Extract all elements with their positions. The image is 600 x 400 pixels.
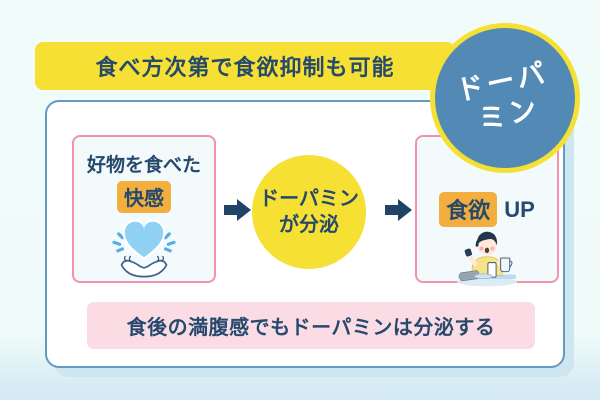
- title-banner: 食べ方次第で食欲抑制も可能: [35, 42, 455, 90]
- pleasure-highlight: 快感: [117, 181, 171, 213]
- secretion-line-2: が分泌: [279, 214, 339, 236]
- footer-note: 食後の満腹感でもドーパミンは分泌する: [87, 302, 535, 349]
- card-pleasure: 好物を食べた 快感: [72, 135, 216, 283]
- right-arrow-icon: [385, 199, 412, 221]
- appetite-label: 食欲 UP: [439, 192, 535, 227]
- appetite-highlight: 食欲: [439, 192, 498, 227]
- dopamine-badge: ドーパ ミン: [430, 23, 580, 173]
- secretion-line-1: ドーパミン: [259, 188, 359, 210]
- dopamine-badge-label: ドーパ ミン: [453, 56, 557, 140]
- page-title: 食べ方次第で食欲抑制も可能: [95, 55, 395, 80]
- pleasure-text: 好物を食べた: [86, 155, 201, 176]
- appetite-suffix: UP: [504, 196, 535, 222]
- secretion-circle: ドーパミン が分泌: [252, 155, 366, 269]
- right-arrow-icon: [224, 199, 251, 221]
- heart-in-hands-icon: [110, 218, 178, 283]
- footer-note-text: 食後の満腹感でもドーパミンは分泌する: [126, 317, 496, 339]
- person-eating-icon: [448, 229, 526, 294]
